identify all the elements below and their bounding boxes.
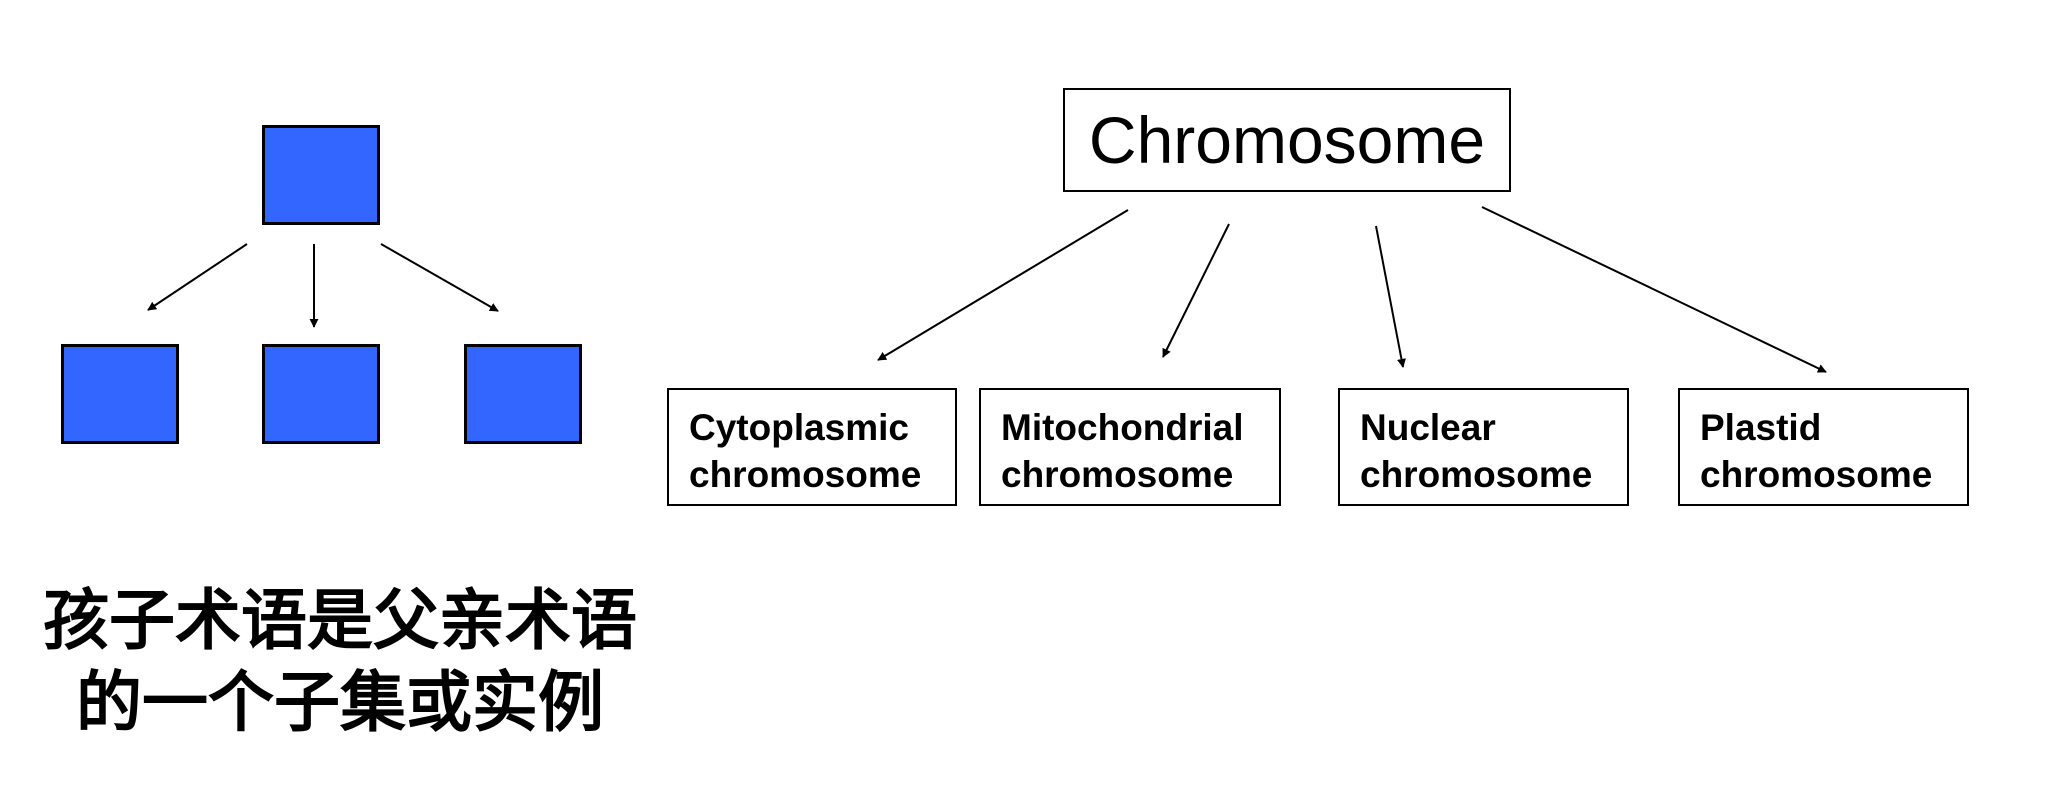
child-node-cytoplasmic: Cytoplasmic chromosome	[667, 388, 957, 506]
child-node-label-line2: chromosome	[1001, 454, 1234, 495]
child-node-label-line1: Mitochondrial	[1001, 407, 1244, 448]
child-square-left	[61, 344, 179, 444]
arrow-generic-left	[147, 243, 248, 311]
child-node-label-line1: Nuclear	[1360, 407, 1496, 448]
arrow-to-plastid	[1481, 206, 1827, 373]
child-node-nuclear: Nuclear chromosome	[1338, 388, 1629, 506]
child-node-label-line2: chromosome	[689, 454, 922, 495]
arrow-generic-right	[380, 243, 499, 312]
child-node-plastid: Plastid chromosome	[1678, 388, 1969, 506]
child-node-label-line1: Plastid	[1700, 407, 1822, 448]
root-node-chromosome: Chromosome	[1063, 88, 1511, 192]
child-node-label-line2: chromosome	[1700, 454, 1933, 495]
caption-line-1: 孩子术语是父亲术语	[43, 582, 637, 659]
parent-square	[262, 125, 380, 225]
arrow-to-nuclear	[1375, 225, 1406, 368]
child-square-right	[464, 344, 582, 444]
arrow-to-cytoplasmic	[877, 209, 1129, 361]
child-node-label-line2: chromosome	[1360, 454, 1593, 495]
child-node-label-line1: Cytoplasmic	[689, 407, 910, 448]
caption-line-2: 的一个子集或实例	[76, 664, 604, 741]
child-square-center	[262, 344, 380, 444]
caption-text: 孩子术语是父亲术语 的一个子集或实例	[20, 580, 660, 744]
child-node-mitochondrial: Mitochondrial chromosome	[979, 388, 1281, 506]
arrow-to-mitochondrial	[1162, 223, 1230, 358]
